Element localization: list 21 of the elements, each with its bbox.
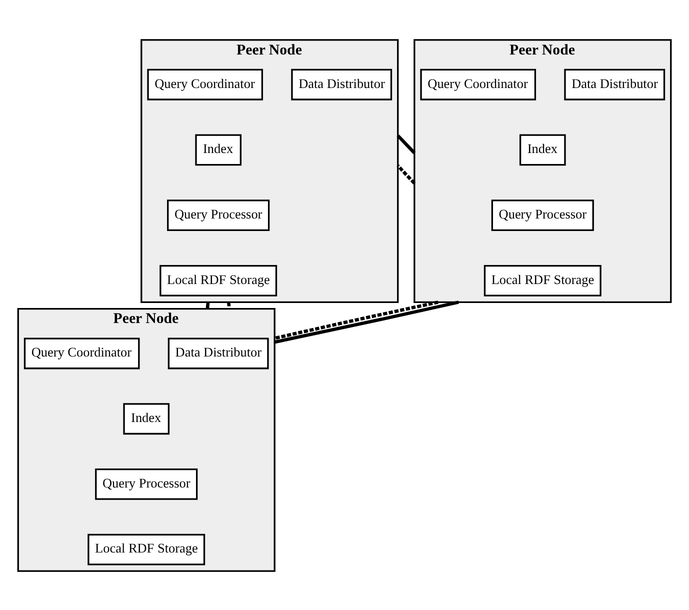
node-box: Data Distributor xyxy=(564,68,666,100)
node-box: Local RDF Storage xyxy=(160,264,278,296)
node-box: Local RDF Storage xyxy=(88,533,206,565)
node-box: Query Coordinator xyxy=(420,68,536,100)
connector xyxy=(206,302,210,308)
node-box: Data Distributor xyxy=(168,337,269,369)
node-box: Data Distributor xyxy=(291,68,392,100)
node-box: Query Processor xyxy=(491,199,594,231)
node-box: Index xyxy=(195,134,242,166)
connector xyxy=(396,134,416,154)
node-box: Index xyxy=(519,134,566,166)
connector xyxy=(274,300,459,344)
connector xyxy=(226,302,231,308)
node-box: Query Coordinator xyxy=(24,337,140,369)
node-box: Query Processor xyxy=(95,468,198,500)
connector xyxy=(274,300,438,340)
node-box: Index xyxy=(123,402,170,434)
node-box: Local RDF Storage xyxy=(484,264,602,296)
node-box: Query Coordinator xyxy=(147,68,263,100)
connector xyxy=(396,164,416,184)
node-box: Query Processor xyxy=(167,199,270,231)
